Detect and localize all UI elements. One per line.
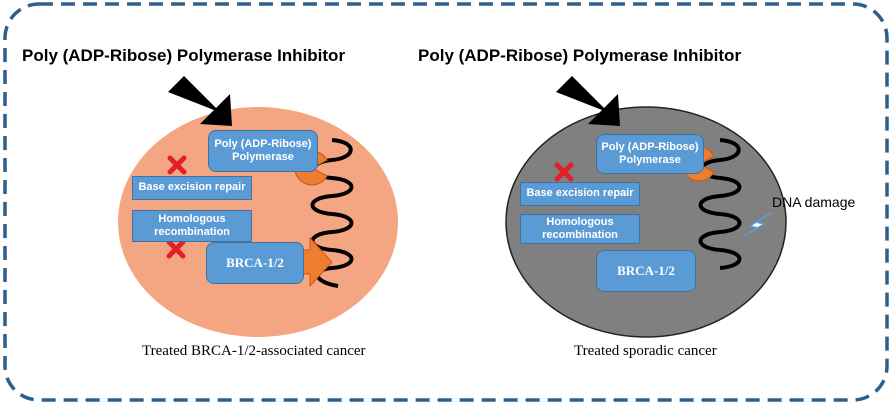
hr-label-line1: Homologous: [546, 215, 614, 228]
ber-label: Base excision repair: [526, 187, 634, 200]
parp-label-line2: Polymerase: [232, 151, 294, 163]
ber-box-right: Base excision repair: [520, 182, 640, 206]
hr-label-line2: recombination: [542, 229, 618, 241]
right-heading: Poly (ADP-Ribose) Polymerase Inhibitor: [418, 46, 742, 65]
brca-box-left: BRCA-1/2: [206, 242, 304, 284]
parp-label-line2: Polymerase: [619, 154, 681, 166]
cross-icon-left-hr: [166, 239, 186, 259]
inhibitor-arrow-icon-left: [168, 76, 232, 126]
brca-label: BRCA-1/2: [226, 255, 284, 271]
parp-box-left: Poly (ADP-Ribose)Polymerase: [208, 130, 318, 172]
ber-box-left: Base excision repair: [132, 176, 252, 200]
dna-damage-label: DNA damage: [772, 194, 856, 210]
dna-strand-icon-right: [698, 138, 742, 270]
cross-icon-right-ber: [554, 162, 574, 182]
parp-label-line1: Poly (ADP-Ribose): [601, 140, 699, 153]
right-cell: [505, 106, 787, 338]
left-heading: Poly (ADP-Ribose) Polymerase Inhibitor: [22, 46, 346, 65]
hr-label-line1: Homologous: [158, 212, 226, 225]
left-caption: Treated BRCA-1/2-associated cancer: [142, 343, 366, 359]
right-caption: Treated sporadic cancer: [574, 343, 717, 359]
cross-icon-left-ber: [167, 155, 187, 175]
left-cell: [118, 107, 398, 337]
parp-label-line1: Poly (ADP-Ribose): [214, 137, 312, 150]
inhibitor-arrow-icon-right: [556, 76, 620, 126]
parp-box-right: Poly (ADP-Ribose)Polymerase: [596, 134, 704, 174]
lightning-bolt-icon: [743, 211, 773, 237]
brca-label: BRCA-1/2: [617, 263, 675, 279]
brca-box-right: BRCA-1/2: [596, 250, 696, 292]
hr-label-line2: recombination: [154, 226, 230, 238]
ber-label: Base excision repair: [138, 181, 246, 194]
